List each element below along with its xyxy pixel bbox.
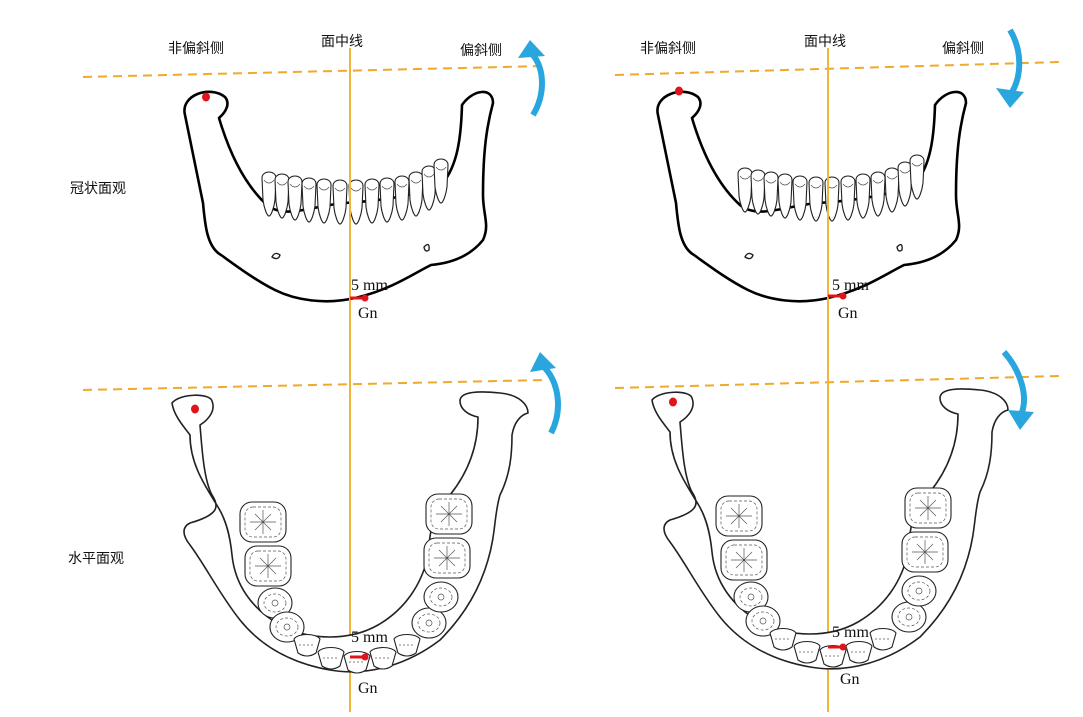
horizontal-mandible-left	[171, 391, 529, 674]
condyle-landmark	[675, 86, 683, 96]
reference-line-coronal-right	[614, 61, 1061, 76]
deviated-side-label-1: 偏斜侧	[460, 43, 502, 59]
gn-label-4: Gn	[840, 671, 860, 688]
curved-arrow-up-icon	[530, 352, 561, 435]
distance-label-3: 5 mm	[351, 629, 388, 646]
facial-midline-label-1: 面中线	[321, 34, 363, 50]
non-deviated-side-label-1: 非偏斜侧	[168, 41, 224, 57]
facial-midline-label-2: 面中线	[804, 34, 846, 50]
distance-label-2: 5 mm	[832, 277, 869, 294]
gn-point-1	[361, 294, 369, 302]
coronal-mandible-left	[183, 90, 495, 303]
curved-arrow-down-icon	[1001, 350, 1034, 430]
gn-label-2: Gn	[838, 305, 858, 322]
gn-point-4	[839, 643, 847, 651]
gn-point-3	[361, 653, 369, 661]
horizontal-view-label: 水平面观	[68, 551, 124, 567]
reference-line-coronal-left	[82, 65, 546, 78]
horizontal-mandible-right	[651, 388, 1009, 670]
condyle-landmark	[191, 404, 199, 414]
gn-point-2	[839, 292, 847, 300]
curved-arrow-down-icon	[996, 28, 1024, 108]
reference-line-horizontal-left	[82, 379, 546, 391]
distance-label-1: 5 mm	[351, 277, 388, 294]
deviated-side-label-2: 偏斜侧	[942, 41, 984, 57]
reference-line-horizontal-right	[614, 375, 1061, 389]
curved-arrow-up-icon	[518, 40, 545, 117]
condyle-landmark	[202, 92, 210, 102]
condyle-landmark	[669, 397, 677, 407]
distance-label-4: 5 mm	[832, 624, 869, 641]
gn-label-1: Gn	[358, 305, 378, 322]
non-deviated-side-label-2: 非偏斜侧	[640, 41, 696, 57]
gn-label-3: Gn	[358, 680, 378, 697]
coronal-mandible-right	[656, 86, 968, 303]
coronal-view-label: 冠状面观	[70, 181, 126, 197]
